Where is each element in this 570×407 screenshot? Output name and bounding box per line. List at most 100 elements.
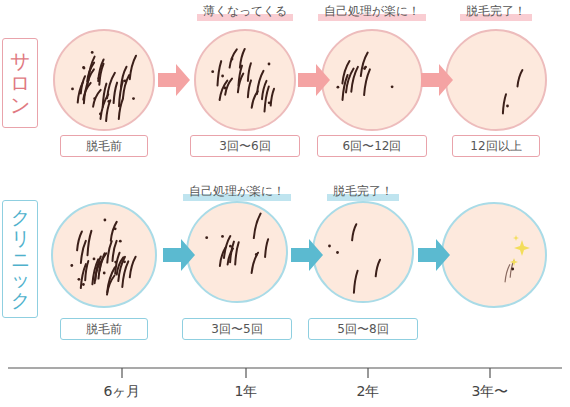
hair-stroke bbox=[113, 241, 117, 261]
hair-dot bbox=[506, 105, 509, 108]
hair-stroke bbox=[505, 265, 510, 282]
skin-circle bbox=[442, 203, 546, 307]
hair-stroke bbox=[252, 253, 258, 273]
count-box: 5回〜8回 bbox=[308, 318, 418, 340]
count-box: 12回以上 bbox=[452, 135, 540, 157]
count-box: 脱毛前 bbox=[60, 318, 148, 340]
count-label: 3回〜6回 bbox=[219, 138, 270, 155]
hair-stroke bbox=[503, 94, 506, 113]
count-box: 3回〜6回 bbox=[190, 135, 300, 157]
stage-heading: 脱毛完了！ bbox=[327, 183, 399, 201]
hair-stroke bbox=[77, 232, 82, 251]
hair-stroke bbox=[240, 49, 245, 68]
hair-stroke bbox=[81, 241, 86, 263]
hair-dot bbox=[103, 272, 106, 275]
hair-stroke bbox=[271, 89, 274, 106]
hair-dot bbox=[268, 101, 271, 104]
count-box: 脱毛前 bbox=[60, 135, 148, 157]
skin-circle bbox=[54, 30, 154, 130]
hair-stroke bbox=[123, 75, 129, 98]
hair-stroke bbox=[218, 61, 222, 85]
skin-circle bbox=[322, 30, 422, 130]
hair-stroke bbox=[252, 91, 258, 107]
hair-dot bbox=[132, 97, 135, 100]
tick bbox=[367, 368, 368, 378]
hair-dot bbox=[255, 253, 258, 256]
category-box: サロン bbox=[2, 38, 38, 128]
hair-stroke bbox=[121, 67, 127, 87]
hair-stroke bbox=[88, 231, 92, 255]
hair-dot bbox=[328, 245, 331, 248]
hair-stroke bbox=[220, 81, 228, 100]
hair-stroke bbox=[114, 83, 118, 104]
hair-dot bbox=[224, 87, 227, 90]
tick bbox=[121, 368, 122, 378]
category-label: クリニック bbox=[11, 207, 30, 311]
hair-dot bbox=[83, 67, 86, 70]
hair-stroke bbox=[248, 80, 251, 97]
hair-stroke bbox=[119, 99, 123, 120]
hair-dot bbox=[93, 97, 96, 100]
hair-stroke bbox=[262, 81, 267, 99]
sparkle bbox=[514, 240, 530, 256]
count-label: 6回〜12回 bbox=[343, 138, 402, 155]
timeline-label: 2年 bbox=[357, 383, 380, 401]
stage-heading: 薄くなってくる bbox=[197, 3, 293, 21]
skin-circle bbox=[446, 30, 546, 130]
hair-stroke bbox=[122, 261, 128, 287]
hair-stroke bbox=[78, 82, 83, 103]
hair-dot bbox=[231, 58, 234, 61]
skin-circle bbox=[187, 202, 287, 302]
hair-stroke bbox=[376, 260, 380, 277]
hair-dot bbox=[268, 63, 271, 66]
stage-heading: 自己処理が楽に！ bbox=[183, 183, 291, 201]
skin-circles bbox=[52, 30, 546, 307]
hair-dot bbox=[119, 240, 122, 243]
hair-stroke bbox=[93, 90, 101, 107]
timeline-label: 3年〜 bbox=[472, 383, 509, 401]
hair-stroke bbox=[130, 56, 136, 80]
hair-stroke bbox=[518, 70, 523, 86]
hair-dot bbox=[336, 251, 339, 254]
hair-stroke bbox=[230, 49, 237, 67]
hair-dot bbox=[70, 264, 73, 267]
hair-dot bbox=[98, 77, 101, 80]
hair-stroke bbox=[248, 63, 251, 81]
hair-dot bbox=[221, 235, 224, 238]
hair-stroke bbox=[88, 57, 94, 81]
hair-stroke bbox=[81, 264, 86, 288]
hair-dot bbox=[71, 88, 74, 91]
hair-dot bbox=[205, 236, 208, 239]
hair-dot bbox=[82, 66, 85, 69]
hair-stroke bbox=[361, 53, 368, 77]
step-arrow bbox=[421, 64, 453, 96]
hair-dot bbox=[123, 260, 126, 263]
count-label: 5回〜8回 bbox=[337, 321, 388, 338]
timeline-axis bbox=[8, 367, 562, 368]
category-box: クリニック bbox=[2, 200, 38, 318]
count-box: 6回〜12回 bbox=[317, 135, 427, 157]
hair-dot bbox=[82, 283, 85, 286]
hair-stroke bbox=[95, 262, 101, 284]
tick bbox=[489, 368, 490, 378]
skin-circle bbox=[195, 30, 295, 130]
tick bbox=[245, 368, 246, 378]
timeline-label: 1年 bbox=[235, 383, 258, 401]
skin-circle bbox=[313, 202, 413, 302]
hair-stroke bbox=[130, 257, 136, 278]
count-label: 12回以上 bbox=[470, 138, 521, 155]
hair-dot bbox=[114, 227, 117, 230]
hair-dot bbox=[99, 113, 102, 116]
hair-dot bbox=[78, 278, 81, 281]
step-arrow bbox=[158, 64, 190, 96]
count-label: 脱毛前 bbox=[86, 138, 122, 155]
hair-stroke bbox=[111, 222, 117, 241]
timeline bbox=[8, 368, 562, 378]
stage-heading: 自己処理が楽に！ bbox=[318, 3, 426, 21]
sparkle bbox=[513, 235, 519, 241]
step-arrow bbox=[418, 239, 450, 271]
hair-dot bbox=[93, 258, 96, 261]
hair-stroke bbox=[352, 224, 356, 240]
step-arrow bbox=[291, 239, 323, 271]
